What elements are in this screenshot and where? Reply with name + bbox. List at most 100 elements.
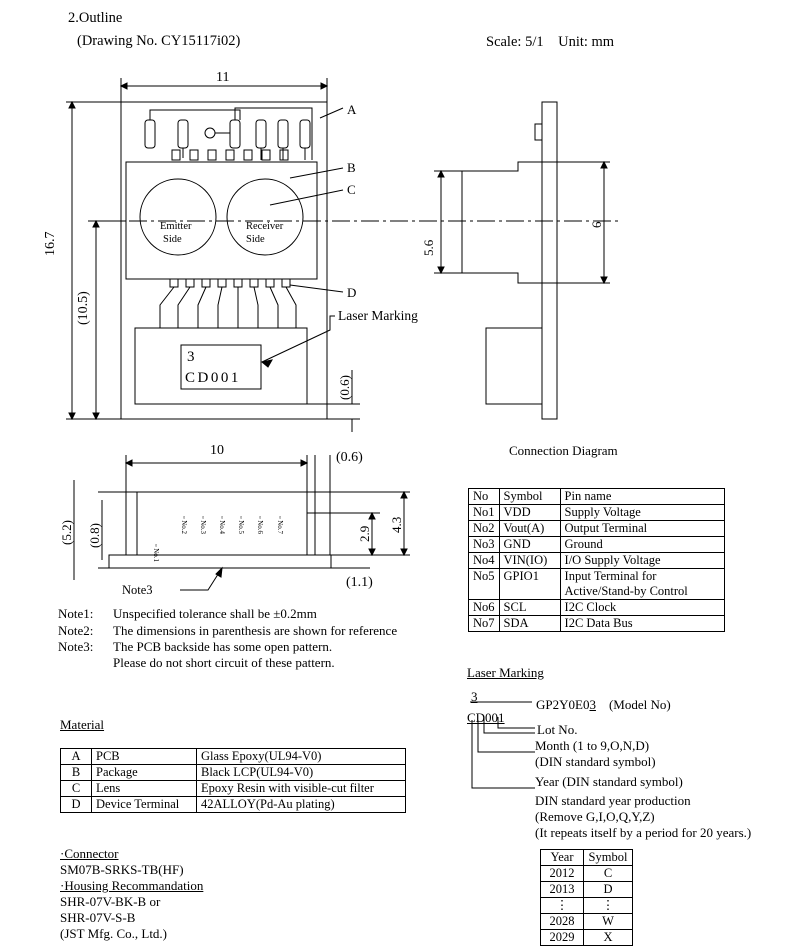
connection-title: Connection Diagram (509, 443, 618, 458)
year-label: Year (DIN standard symbol) (535, 774, 683, 789)
unit-label: Unit (558, 34, 584, 50)
front-view-connector (136, 491, 308, 556)
year-line-3: (It repeats itself by a period for 20 ye… (535, 825, 752, 840)
material-title: Material (60, 717, 105, 732)
note-text-1: Unspecified tolerance shall be ±0.2mm (113, 606, 317, 621)
note-text-3: The PCB backside has some open pattern. (113, 639, 333, 654)
dim-11-lines (120, 78, 328, 102)
side-view-package (461, 161, 542, 284)
laser-code: CD001 (467, 710, 505, 725)
dim-width-label: 11 (216, 70, 230, 85)
top-components (144, 107, 313, 161)
top-view-pcb (120, 101, 328, 420)
header-pin-name: Pin name (559, 488, 725, 505)
month-note: (DIN standard symbol) (535, 754, 656, 769)
pin-label-1: ▫ No.1 (152, 544, 160, 563)
table-row: ⋮⋮ (540, 897, 633, 914)
dim-height-label: 16.7 (43, 231, 58, 257)
dim-16-7-lines (66, 101, 121, 420)
side-view-pcb (541, 101, 558, 420)
connector-title: ·Connector (60, 846, 119, 861)
emitter-label-2: Side (163, 234, 182, 245)
housing-2: SHR-07V-S-B (60, 910, 136, 925)
marking-box (180, 344, 262, 390)
scale-info: Scale: 5/1 Unit: mm (486, 34, 615, 50)
bottom-traces (159, 278, 297, 328)
dim-4-3-label: 4.3 (389, 516, 404, 533)
dim-0-8-label: (0.8) (87, 523, 102, 548)
dim-1-1-label: (1.1) (346, 575, 373, 590)
dim-margin-label: (0.6) (337, 375, 352, 400)
header-symbol: Symbol (498, 488, 561, 505)
dim-5-2-label: (5.2) (59, 520, 74, 545)
section-title: 2.Outline (68, 10, 123, 26)
unit-value: mm (591, 34, 615, 50)
dim-5-6-label: 5.6 (421, 239, 436, 256)
connector-maker: (JST Mfg. Co., Ltd.) (60, 926, 168, 941)
housing-1: SHR-07V-BK-B or (60, 894, 161, 909)
lot-label: Lot No. (537, 722, 578, 737)
note3-callout: Note3 (122, 583, 153, 597)
pin-label-5: ▫ No.5 (237, 516, 245, 535)
laser-title: Laser Marking (467, 665, 544, 680)
pin-label-6: ▫ No.6 (256, 516, 264, 535)
emitter-lens (139, 178, 217, 256)
scale-value: 5/1 (525, 34, 544, 50)
dim-2-9-label: 2.9 (357, 525, 372, 542)
connector-part: SM07B-SRKS-TB(HF) (60, 862, 184, 877)
receiver-label-1: Receiver (246, 221, 284, 232)
receiver-lens (226, 178, 304, 256)
callout-a: A (347, 102, 357, 117)
front-view-pcb (108, 554, 332, 569)
note-label-2: Note2: (58, 623, 94, 638)
callout-leaders (269, 107, 344, 293)
year-line-2: (Remove G,I,O,Q,Y,Z) (535, 809, 655, 824)
note-text-4: Please do not short circuit of these pat… (113, 655, 335, 670)
callout-c: C (347, 182, 356, 197)
laser-brackets (470, 701, 535, 789)
table-header-row: No Symbol Pin name (468, 488, 725, 505)
table-header-row: Year Symbol (540, 849, 633, 866)
callout-d: D (347, 285, 357, 300)
pin-label-4: ▫ No.4 (218, 516, 226, 535)
dim-0-6-top-label: (0.6) (336, 450, 363, 465)
pin-label-3: ▫ No.3 (199, 516, 207, 535)
year-line-1: DIN standard year production (535, 793, 691, 808)
housing-title: ·Housing Recommandation (60, 878, 204, 893)
drawing-number: (Drawing No. CY15117i02) (77, 33, 241, 49)
laser-top-char: 3 (471, 689, 478, 704)
header-no: No (468, 488, 500, 505)
scale-label: Scale (486, 34, 518, 50)
pin-label-7: ▫ No.7 (276, 516, 284, 535)
dim-inner-label: (10.5) (76, 291, 91, 325)
laser-marking-label: Laser Marking (338, 308, 418, 323)
month-label: Month (1 to 9,O,N,D) (535, 738, 650, 753)
laser-leader (261, 315, 335, 363)
model-no: GP2Y0E03 (Model No) (536, 697, 671, 712)
receiver-label-2: Side (246, 234, 265, 245)
side-view-connector (485, 327, 543, 405)
mark-line-1: 3 (187, 349, 195, 365)
dim-0-6-lines (307, 370, 360, 432)
dim-10-label: 10 (210, 443, 224, 458)
